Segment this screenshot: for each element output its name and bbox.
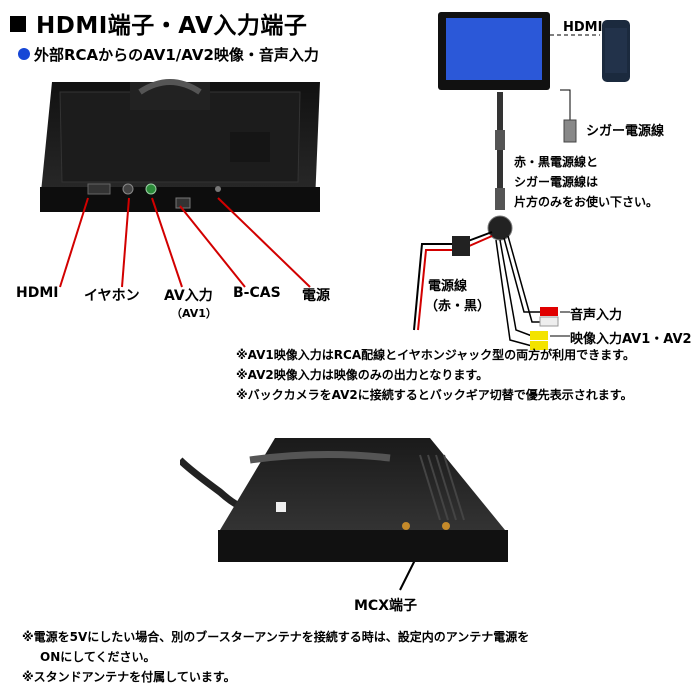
power-port-label: 電源 (302, 288, 330, 304)
page-title-text: HDMI端子・AV入力端子 (36, 13, 308, 39)
monitor-bottom-photo (180, 438, 508, 562)
cable-note-line2: シガー電源線は (514, 175, 599, 189)
bcas-port-label: B-CAS (233, 285, 281, 301)
subtitle-text: 外部RCAからのAV1/AV2映像・音声入力 (34, 46, 319, 64)
page-title: HDMI端子・AV入力端子 (10, 6, 307, 40)
blue-dot-icon (18, 48, 30, 60)
power-cable-sub-label: （赤・黒） (425, 299, 491, 314)
note-bottom-3: ※スタンドアンテナを付属しています。 (22, 670, 236, 684)
cable-note: 赤・黒電源線と シガー電源線は 片方のみをお使い下さい。 (514, 152, 658, 212)
hdmi-cable-label: HDMI (563, 20, 603, 35)
note-bottom-1: ※電源を5Vにしたい場合、別のブースターアンテナを接続する時は、設定内のアンテナ… (22, 630, 530, 644)
note-top-2: ※AV2映像入力は映像のみの出力となります。 (236, 368, 489, 382)
subtitle: 外部RCAからのAV1/AV2映像・音声入力 (18, 44, 319, 65)
audio-input-label: 音声入力 (570, 308, 623, 323)
monitor-back-panel-photo (40, 79, 320, 212)
mcx-port-label: MCX端子 (354, 598, 417, 614)
note-top-1: ※AV1映像入力はRCA配線とイヤホンジャック型の両方が利用できます。 (236, 348, 635, 362)
hdmi-port-label: HDMI (16, 285, 59, 301)
square-bullet-icon (10, 16, 26, 32)
av-input-port-label: AV入力 (164, 288, 213, 304)
av-input-sub-label: （AV1） (171, 307, 217, 320)
wiring-diagram (413, 12, 630, 350)
cable-note-line1: 赤・黒電源線と (514, 155, 599, 169)
cigar-cable-label: シガー電源線 (586, 124, 665, 139)
cable-note-line3: 片方のみをお使い下さい。 (514, 195, 659, 209)
earphone-port-label: イヤホン (84, 288, 140, 304)
power-cable-label: 電源線 (428, 279, 468, 294)
video-input-label: 映像入力AV1・AV2 (570, 332, 692, 347)
note-bottom-2: ONにしてください。 (40, 650, 156, 664)
note-top-3: ※バックカメラをAV2に接続するとバックギア切替で優先表示されます。 (236, 388, 633, 402)
